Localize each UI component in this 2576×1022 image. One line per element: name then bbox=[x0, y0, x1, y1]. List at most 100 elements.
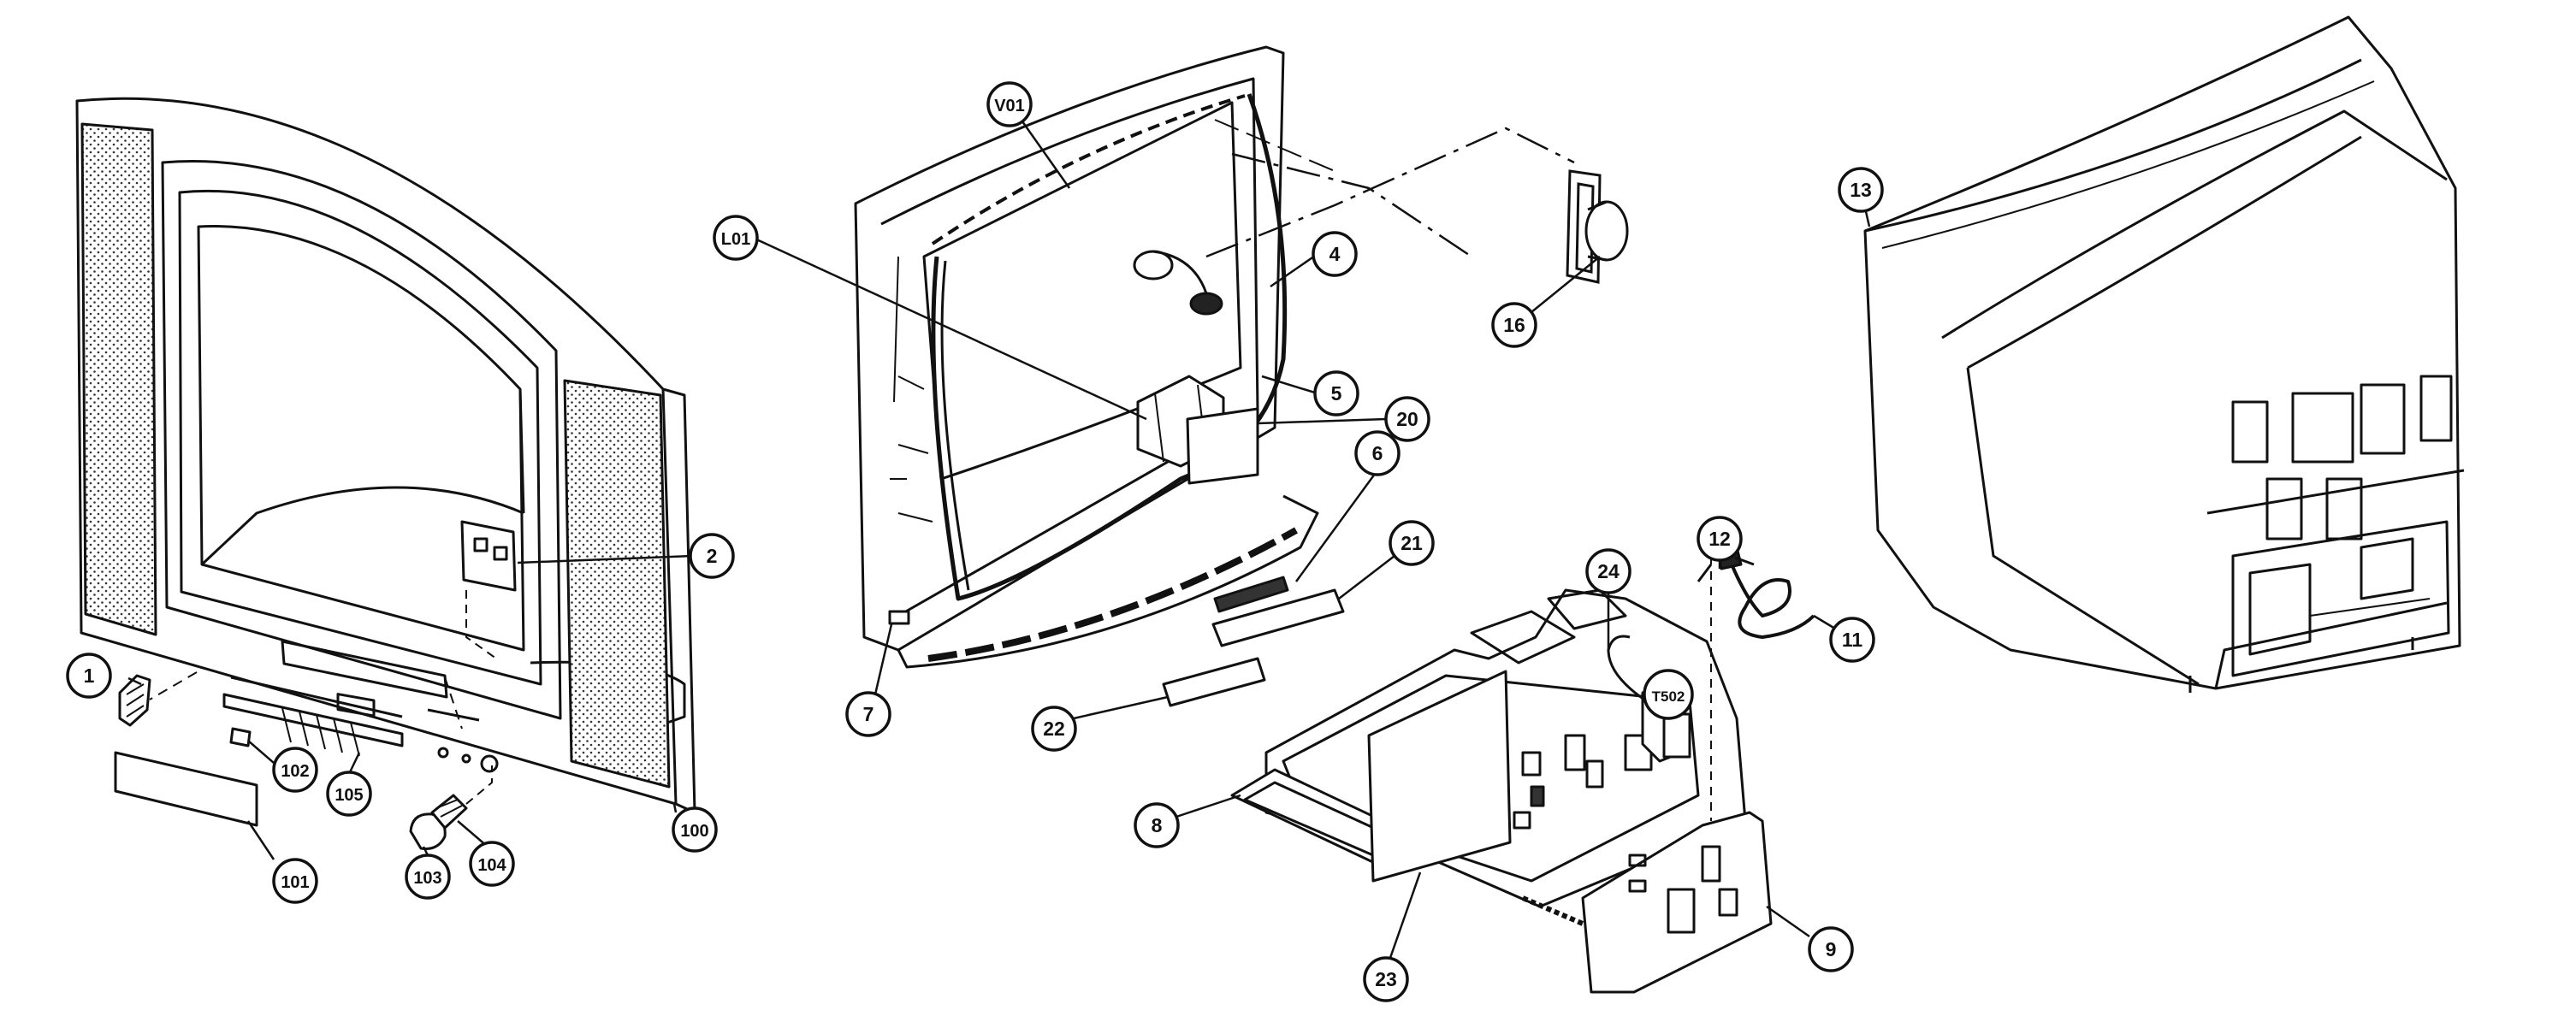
callout-4: 4 bbox=[1312, 231, 1358, 277]
crt-tube bbox=[922, 101, 1242, 481]
callout-circle bbox=[1491, 302, 1537, 348]
callout-21: 21 bbox=[1389, 520, 1435, 566]
callout-label: L01 bbox=[721, 230, 750, 249]
callout-circle bbox=[845, 691, 891, 737]
callout-6: 6 bbox=[1354, 430, 1401, 476]
callout-label: 12 bbox=[1708, 528, 1731, 550]
vent-1 bbox=[2231, 400, 2269, 464]
callout-label: 11 bbox=[1842, 629, 1863, 651]
callout-circle bbox=[1312, 231, 1358, 277]
callout-label: 105 bbox=[335, 786, 363, 805]
callout-105: 105 bbox=[326, 771, 372, 817]
callout-label: 6 bbox=[1372, 442, 1383, 464]
callout-circle bbox=[1808, 926, 1854, 972]
callout-100: 100 bbox=[672, 806, 718, 853]
foot-7 bbox=[888, 610, 910, 625]
callout-label: 20 bbox=[1396, 408, 1418, 430]
neck-board-bracket bbox=[1186, 407, 1259, 485]
callout-circle bbox=[689, 533, 735, 579]
callout-label: 5 bbox=[1331, 382, 1342, 405]
anode-cap bbox=[1133, 250, 1174, 281]
callout-circle bbox=[469, 841, 515, 887]
callout-circle bbox=[1031, 706, 1077, 752]
callout-104: 104 bbox=[469, 841, 515, 887]
callout-label: 103 bbox=[413, 869, 441, 888]
callout-label: 9 bbox=[1826, 938, 1837, 960]
front-cabinet-outline bbox=[75, 97, 678, 806]
callout-label: 8 bbox=[1152, 814, 1163, 836]
callout-circle bbox=[1389, 520, 1435, 566]
callout-circle bbox=[672, 806, 718, 853]
callout-circle bbox=[713, 215, 759, 261]
callout-7: 7 bbox=[845, 691, 891, 737]
hv-lead bbox=[1607, 635, 1648, 703]
callout-12: 12 bbox=[1697, 516, 1743, 562]
callout-circle bbox=[1585, 548, 1631, 594]
main-chassis bbox=[1230, 546, 1815, 994]
callout-label: 7 bbox=[863, 703, 874, 725]
cabinet-base bbox=[897, 494, 1319, 669]
callout-circle bbox=[986, 81, 1033, 127]
callout-label: V01 bbox=[994, 97, 1025, 115]
front-cabinet bbox=[75, 97, 696, 850]
callout-circle bbox=[1363, 956, 1409, 1002]
callout-label: 100 bbox=[680, 822, 708, 841]
control-strip bbox=[281, 640, 448, 699]
callout-1: 1 bbox=[66, 653, 112, 699]
callout-label: 104 bbox=[477, 856, 506, 875]
callout-9: 9 bbox=[1808, 926, 1854, 972]
clip-6 bbox=[1213, 576, 1289, 613]
callout-t502: T502 bbox=[1643, 669, 1694, 720]
callout-circle bbox=[1643, 669, 1694, 720]
front-buttons-block bbox=[222, 693, 404, 747]
callout-label: 2 bbox=[707, 545, 718, 567]
callout-label: 23 bbox=[1375, 968, 1397, 990]
callout-label: 24 bbox=[1597, 560, 1620, 582]
rear-panel-recess bbox=[2231, 520, 2450, 677]
vent-3 bbox=[2360, 383, 2406, 455]
callout-circle bbox=[272, 858, 318, 904]
callout-101: 101 bbox=[272, 858, 318, 904]
callout-circle bbox=[1697, 516, 1743, 562]
left-speaker-grille bbox=[80, 122, 157, 636]
front-door-panel bbox=[114, 751, 258, 827]
callout-label: 21 bbox=[1401, 532, 1423, 554]
callout-label: 13 bbox=[1850, 179, 1872, 201]
back-cover-outline bbox=[1863, 15, 2461, 690]
leader-lines bbox=[127, 121, 1871, 959]
vent-2 bbox=[2291, 392, 2354, 464]
plate-22 bbox=[1162, 657, 1266, 707]
back-cover bbox=[1863, 15, 2465, 693]
front-cabinet-side bbox=[662, 387, 696, 814]
screen-bezel bbox=[161, 159, 562, 720]
callout-label: 22 bbox=[1043, 718, 1065, 740]
small-button-102 bbox=[229, 727, 252, 747]
callout-5: 5 bbox=[1313, 370, 1359, 416]
callout-103: 103 bbox=[405, 854, 451, 900]
callout-22: 22 bbox=[1031, 706, 1077, 752]
callout-label: 1 bbox=[84, 665, 95, 687]
callout-circle bbox=[1354, 430, 1401, 476]
callout-circle bbox=[1313, 370, 1359, 416]
callout-label: 101 bbox=[281, 873, 309, 892]
callout-bubbles: 12100101102103104105L01V0145201662172212… bbox=[66, 81, 1884, 1002]
callout-label: 102 bbox=[281, 762, 309, 781]
degaussing-coil bbox=[931, 93, 1288, 601]
speaker-16 bbox=[1566, 169, 1629, 284]
callout-label: 4 bbox=[1329, 243, 1341, 265]
callout-20: 20 bbox=[1384, 396, 1430, 442]
callout-circle bbox=[1829, 617, 1875, 663]
right-speaker-grille bbox=[563, 379, 671, 789]
screen-recess bbox=[178, 189, 542, 686]
callout-circle bbox=[272, 747, 318, 793]
callout-l01: L01 bbox=[713, 215, 759, 261]
callout-circle bbox=[405, 854, 451, 900]
callout-13: 13 bbox=[1838, 167, 1884, 213]
callout-11: 11 bbox=[1829, 617, 1875, 663]
rear-jack-panel bbox=[1581, 811, 1773, 994]
callout-circle bbox=[1134, 802, 1180, 848]
callout-23: 23 bbox=[1363, 956, 1409, 1002]
power-cord bbox=[1726, 555, 1815, 639]
